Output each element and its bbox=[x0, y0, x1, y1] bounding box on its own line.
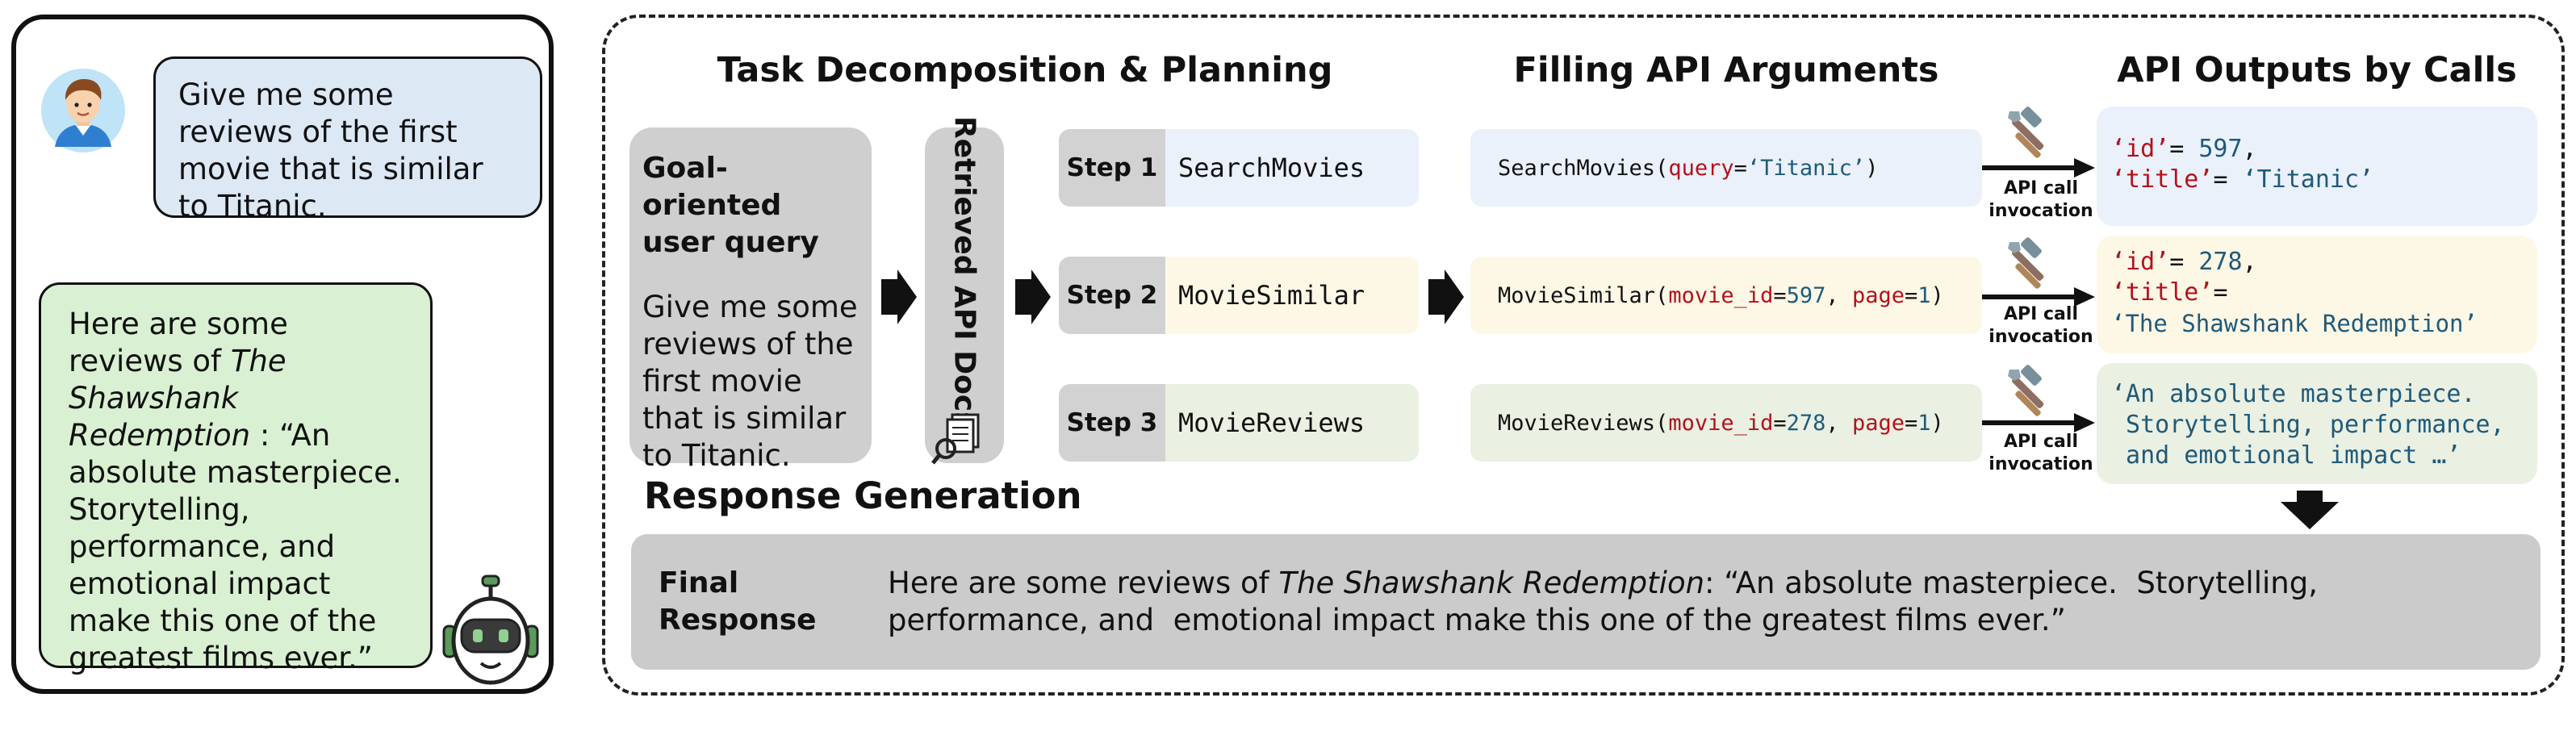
step-api-name: MovieSimilar bbox=[1165, 257, 1419, 334]
bot-message-prefix: Here are some reviews of bbox=[69, 307, 288, 378]
call-param: query bbox=[1668, 155, 1734, 181]
call-function: MovieSimilar( bbox=[1498, 282, 1669, 308]
bot-message-bubble: Here are some reviews of The Shawshank R… bbox=[39, 282, 433, 675]
output-key: ‘title’ bbox=[2111, 165, 2214, 194]
output-equals: = bbox=[2213, 278, 2228, 307]
call-value: 278 bbox=[1786, 410, 1826, 436]
invocation-label: API call invocation bbox=[1988, 432, 2093, 474]
tools-icon bbox=[2008, 107, 2044, 158]
step-api-name: SearchMovies bbox=[1165, 129, 1419, 207]
output-key: ‘title’ bbox=[2111, 278, 2214, 307]
output-comma: , bbox=[2242, 135, 2257, 163]
api-call-2: MovieSimilar(movie_id=597, page=1) bbox=[1470, 257, 1982, 334]
arrow-right-icon bbox=[1015, 269, 1051, 324]
goal-query-heading: Goal-oriented user query bbox=[642, 152, 819, 259]
api-output-3: ‘An absolute masterpiece. Storytelling, … bbox=[2097, 363, 2537, 484]
document-search-icon bbox=[931, 413, 980, 465]
invocation-label: API call invocation bbox=[1988, 304, 2093, 347]
step-row-1: Step 1 SearchMovies bbox=[1059, 129, 1419, 207]
chat-panel: Give me some reviews of the first movie … bbox=[11, 15, 554, 694]
arrow-down-icon bbox=[2281, 491, 2339, 529]
arrow-right-icon bbox=[1428, 269, 1464, 324]
robot-avatar-icon bbox=[442, 574, 539, 685]
api-call-3: MovieReviews(movie_id=278, page=1) bbox=[1470, 384, 1982, 462]
output-equals: = bbox=[2169, 135, 2199, 163]
output-value: 278 bbox=[2198, 248, 2243, 276]
api-output-2: ‘id’= 278, ‘title’= ‘The Shawshank Redem… bbox=[2097, 236, 2537, 353]
tools-icon bbox=[2008, 237, 2044, 289]
final-response-suffix: : “An absolute masterpiece. Storytelling… bbox=[888, 566, 2327, 637]
call-param: movie_id bbox=[1668, 410, 1774, 436]
call-close: ) bbox=[1930, 410, 1944, 436]
final-response-label-text: Final Response bbox=[659, 566, 817, 637]
call-function: MovieReviews( bbox=[1498, 410, 1669, 436]
api-docs-box bbox=[925, 127, 1004, 463]
invocation-label: API call invocation bbox=[1988, 178, 2093, 221]
call-close: ) bbox=[1930, 282, 1944, 308]
call-equals: = bbox=[1904, 410, 1918, 436]
goal-query-box: Goal-oriented user query Give me some re… bbox=[629, 127, 872, 473]
workflow-panel bbox=[602, 15, 2565, 696]
output-review-line: Storytelling, performance, bbox=[2111, 411, 2505, 439]
invocation-arrow bbox=[1982, 158, 2095, 178]
output-equals: = bbox=[2213, 165, 2243, 194]
final-response-label: Final Response bbox=[659, 565, 817, 639]
final-response-box bbox=[631, 534, 2540, 670]
output-value: ‘The Shawshank Redemption’ bbox=[2111, 310, 2478, 337]
step-label: Step 2 bbox=[1059, 257, 1165, 334]
response-generation-header: Response Generation bbox=[644, 474, 1082, 517]
call-equals: = bbox=[1773, 282, 1787, 308]
call-close: ) bbox=[1865, 155, 1879, 181]
planning-header: Task Decomposition & Planning bbox=[717, 50, 1333, 90]
bot-message-movie: The Shawshank Redemption bbox=[69, 344, 286, 453]
invocation-arrow bbox=[1982, 413, 2095, 432]
step-api-name: MovieReviews bbox=[1165, 384, 1419, 462]
call-value: 1 bbox=[1917, 282, 1931, 308]
step-label: Step 3 bbox=[1059, 384, 1165, 462]
api-call-1: SearchMovies(query=‘Titanic’) bbox=[1470, 129, 1982, 207]
call-param: page bbox=[1851, 410, 1905, 436]
output-comma: , bbox=[2242, 248, 2257, 276]
call-value: 1 bbox=[1917, 410, 1931, 436]
api-output-1: ‘id’= 597, ‘title’= ‘Titanic’ bbox=[2097, 107, 2537, 226]
call-value: ‘Titanic’ bbox=[1746, 155, 1866, 181]
call-function: SearchMovies( bbox=[1498, 155, 1669, 181]
output-review-line: and emotional impact …’ bbox=[2111, 441, 2461, 470]
call-separator: , bbox=[1825, 410, 1852, 436]
outputs-header: API Outputs by Calls bbox=[2117, 50, 2517, 90]
api-docs-label: Retrieved API Docs bbox=[947, 116, 981, 429]
api-docs-label-wrap: Retrieved API Docs bbox=[925, 116, 1004, 429]
user-message-text: Give me some reviews of the first movie … bbox=[178, 77, 483, 224]
arguments-header: Filling API Arguments bbox=[1513, 50, 1939, 90]
step-row-3: Step 3 MovieReviews bbox=[1059, 384, 1419, 462]
goal-query-text: Give me some reviews of the first movie … bbox=[642, 290, 858, 473]
output-value: 597 bbox=[2198, 135, 2243, 163]
final-response-text: Here are some reviews of The Shawshank R… bbox=[888, 565, 2510, 639]
output-key: ‘id’ bbox=[2111, 135, 2170, 163]
invocation-arrow bbox=[1982, 287, 2095, 307]
user-message-bubble: Give me some reviews of the first movie … bbox=[153, 56, 542, 224]
tools-icon bbox=[2008, 365, 2044, 416]
step-label: Step 1 bbox=[1059, 129, 1165, 207]
output-value: ‘Titanic’ bbox=[2242, 165, 2374, 194]
call-value: 597 bbox=[1786, 282, 1826, 308]
call-equals: = bbox=[1773, 410, 1787, 436]
output-key: ‘id’ bbox=[2111, 248, 2170, 276]
output-review-line: ‘An absolute masterpiece. bbox=[2111, 380, 2476, 408]
output-equals: = bbox=[2169, 248, 2199, 276]
final-response-prefix: Here are some reviews of bbox=[888, 566, 1279, 600]
call-equals: = bbox=[1733, 155, 1747, 181]
user-avatar-icon bbox=[41, 69, 125, 152]
step-row-2: Step 2 MovieSimilar bbox=[1059, 257, 1419, 334]
call-param: movie_id bbox=[1668, 282, 1774, 308]
call-separator: , bbox=[1825, 282, 1852, 308]
call-equals: = bbox=[1904, 282, 1918, 308]
bot-message-suffix: : “An absolute masterpiece. Storytelling… bbox=[69, 418, 402, 675]
final-response-movie: The Shawshank Redemption bbox=[1278, 566, 1705, 600]
arrow-right-icon bbox=[881, 269, 917, 324]
call-param: page bbox=[1851, 282, 1905, 308]
